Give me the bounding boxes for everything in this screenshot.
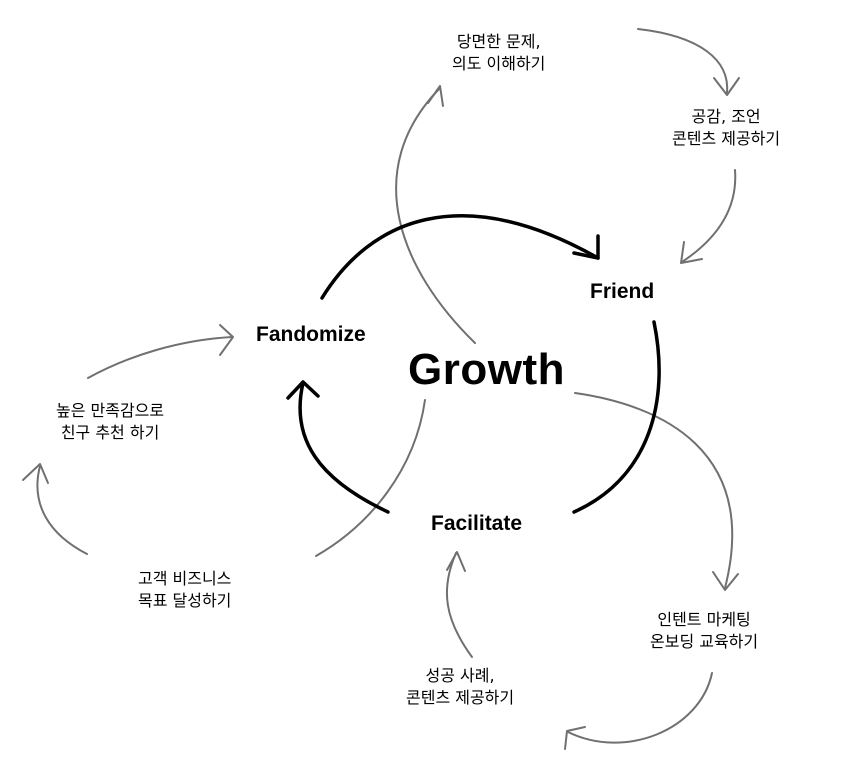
action-understand-problem: 당면한 문제, 의도 이해하기 [452,31,545,75]
arrowhead-friend [680,241,703,264]
arc-growth-to-customer-goal [315,399,426,557]
main-arc-facilitate-to-fandomize [298,381,390,514]
action-customer-goal-line1: 고객 비즈니스 [138,569,232,588]
arrowhead-inbound [712,571,739,591]
main-arc-friend-to-facilitate [572,320,661,514]
arc-success-to-facilitate [445,552,473,658]
action-high-satisfaction-line1: 높은 만족감으로 [56,401,165,420]
main-arc-fandomize-to-friend [320,214,600,300]
action-understand-problem-line1: 당면한 문제, [456,32,541,51]
arc-satisfaction-to-fandomize [87,336,233,379]
main-arrowhead-fandomize [286,380,320,400]
arrowhead-understand [427,85,444,107]
sub-cycle-arrows [22,28,740,750]
action-empathy-advice: 공감, 조언 콘텐츠 제공하기 [672,106,780,150]
arrowhead-facilitate [446,551,466,572]
action-success-cases-line1: 성공 사례, [425,666,495,685]
action-customer-goal-line2: 목표 달성하기 [138,591,232,610]
action-inbound-marketing-line2: 온보딩 교육하기 [650,632,759,651]
arrowhead-satisfaction [22,463,49,484]
arc-growth-to-inbound [574,392,734,589]
action-success-cases: 성공 사례, 콘텐츠 제공하기 [406,665,514,709]
arc-growth-to-understand [395,87,476,344]
action-high-satisfaction-line2: 친구 추천 하기 [60,423,160,442]
arrowhead-fandomize [219,324,234,356]
action-high-satisfaction: 높은 만족감으로 친구 추천 하기 [56,400,164,444]
center-title: Growth [408,345,565,394]
action-inbound-marketing: 인텐트 마케팅 온보딩 교육하기 [650,609,758,653]
arc-inbound-to-success [567,672,713,744]
main-cycle-arrows [286,214,661,514]
arc-understand-to-empathy [637,28,729,94]
action-success-cases-line2: 콘텐츠 제공하기 [406,688,515,707]
stage-friend: Friend [590,280,655,303]
main-arrowhead-friend [572,234,600,260]
stage-facilitate: Facilitate [431,512,523,535]
arc-empathy-to-friend [681,169,737,263]
stage-fandomize: Fandomize [256,323,366,346]
arrowhead-success [564,726,586,750]
action-inbound-marketing-line1: 인텐트 마케팅 [657,610,751,629]
arc-customer-goal-to-satisfaction [36,465,88,555]
action-empathy-advice-line1: 공감, 조언 [691,107,761,126]
action-customer-goal: 고객 비즈니스 목표 달성하기 [138,568,231,612]
arrowhead-empathy [713,77,740,96]
action-empathy-advice-line2: 콘텐츠 제공하기 [672,129,781,148]
action-understand-problem-line2: 의도 이해하기 [452,54,546,73]
